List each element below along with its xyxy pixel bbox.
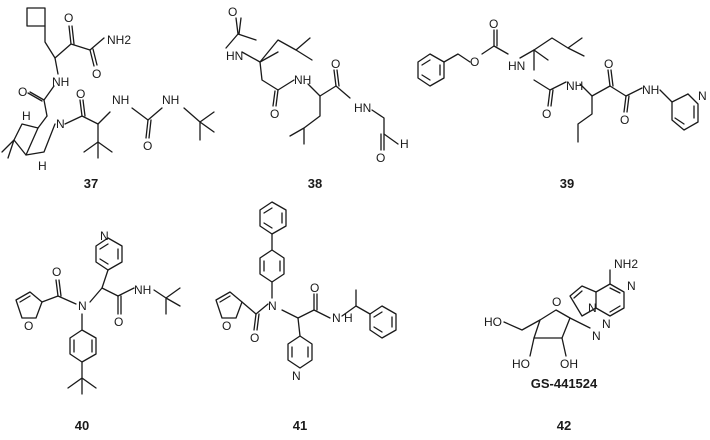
atom-h: H xyxy=(22,109,31,123)
atom-nh: NH xyxy=(134,283,151,297)
atom-n: N xyxy=(627,279,636,293)
atom-o: O xyxy=(620,113,629,127)
compound-40: N O O N NH O 40 xyxy=(15,229,181,433)
atom-n: N xyxy=(602,317,611,331)
atom-nh: NH xyxy=(642,83,659,97)
atom-h: H xyxy=(38,159,47,173)
compound-38-label: 38 xyxy=(308,176,322,191)
atom-o: O xyxy=(542,107,551,121)
atom-n: N xyxy=(100,229,109,243)
atom-n: N xyxy=(268,299,277,313)
atom-ho: HO xyxy=(512,357,530,371)
atom-o: O xyxy=(18,85,27,99)
atom-o: O xyxy=(114,315,123,329)
atom-o: O xyxy=(228,5,237,19)
compound-37-label: 37 xyxy=(84,176,98,191)
atom-o: O xyxy=(52,265,61,279)
atom-nh: NH xyxy=(566,79,583,93)
atom-nh: NH xyxy=(112,93,129,107)
atom-n: N xyxy=(292,369,301,383)
atom-hn: HN xyxy=(508,59,525,73)
atom-nh: NH xyxy=(162,93,179,107)
compound-39: O O HN NH O O O NH N 39 xyxy=(417,17,707,191)
compound-38: O HN NH O O HN H O 38 xyxy=(225,5,409,191)
atom-o: O xyxy=(24,319,33,333)
atom-nh: NH xyxy=(52,75,69,89)
compound-40-label: 40 xyxy=(75,418,89,433)
atom-o: O xyxy=(604,57,613,71)
atom-n: N xyxy=(592,329,601,343)
atom-hn: HN xyxy=(226,49,243,63)
compound-39-label: 39 xyxy=(560,176,574,191)
compound-41: O N O O N H N 41 xyxy=(215,201,397,433)
atom-o: O xyxy=(250,331,259,345)
atom-o: O xyxy=(331,57,340,71)
atom-o: O xyxy=(310,281,319,295)
atom-n: N xyxy=(588,301,597,315)
compound-42-subtitle: GS-441524 xyxy=(531,376,598,391)
atom-o: O xyxy=(270,107,279,121)
atom-o: O xyxy=(222,319,231,333)
atom-nh2: NH2 xyxy=(614,257,638,271)
atom-o: O xyxy=(92,67,101,81)
atom-o: O xyxy=(76,87,85,101)
atom-nh: N H xyxy=(332,311,353,325)
atom-oh: OH xyxy=(560,357,578,371)
atom-o: O xyxy=(552,295,561,309)
atom-o: O xyxy=(64,11,73,25)
atom-o: O xyxy=(470,55,479,69)
atom-h: H xyxy=(400,137,409,151)
atom-n: N xyxy=(698,89,707,103)
atom-n: N xyxy=(78,299,87,313)
atom-n: N xyxy=(56,117,65,131)
compound-41-label: 41 xyxy=(293,418,307,433)
atom-nh: NH xyxy=(294,73,311,87)
atom-nh2: NH2 xyxy=(107,33,131,47)
atom-hn: HN xyxy=(354,101,371,115)
atom-o: O xyxy=(143,139,152,153)
compound-37: NH2 O O NH O H H N O NH NH O 37 xyxy=(1,7,215,191)
atom-o: O xyxy=(489,17,498,31)
atom-o: O xyxy=(376,151,385,165)
compound-42-label: 42 xyxy=(557,418,571,433)
atom-ho: HO xyxy=(484,315,502,329)
compound-42: NH2 N N N O HO N HO OH GS-441524 42 xyxy=(484,257,638,433)
